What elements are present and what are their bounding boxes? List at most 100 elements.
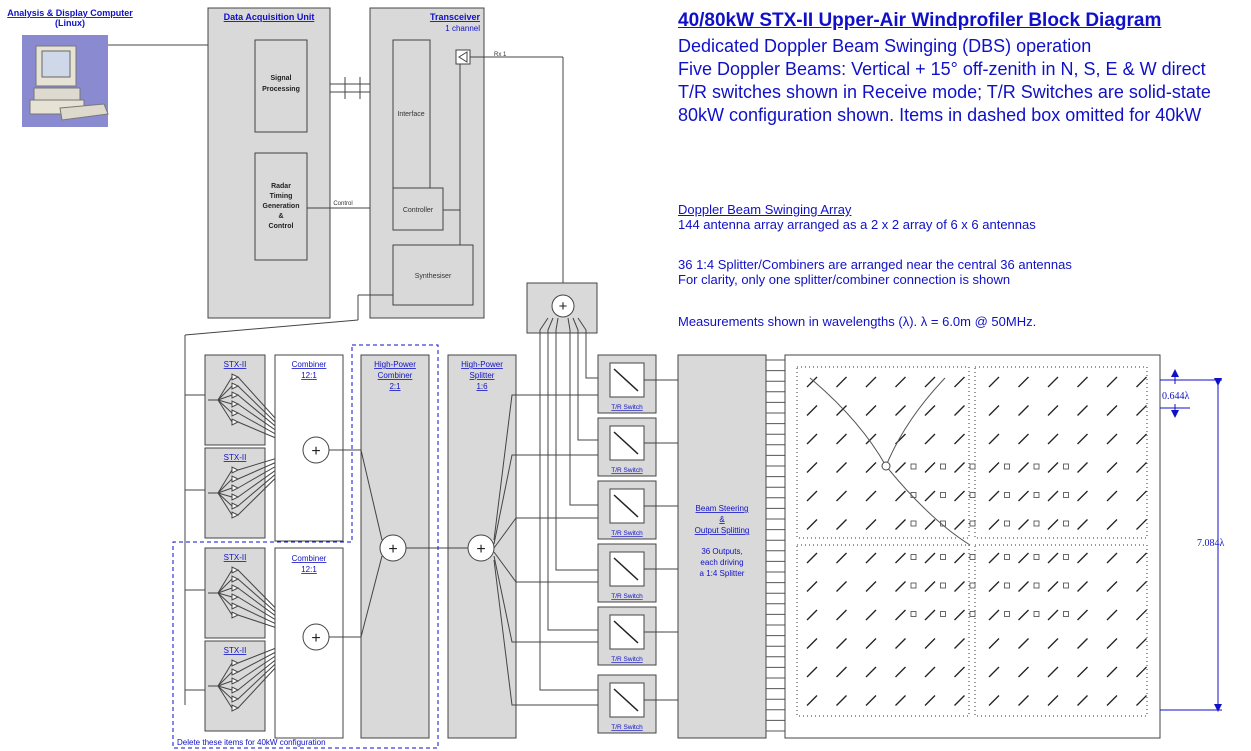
amplifier-icon (231, 409, 240, 417)
interface-label: Interface (397, 111, 424, 118)
antenna-element (1136, 519, 1147, 530)
antenna-element (806, 519, 818, 530)
antenna-element (806, 581, 818, 592)
radar-timing-box (254, 152, 308, 261)
controller-box (392, 187, 444, 231)
transceiver-subtitle: 1 channel (445, 24, 480, 33)
switch-icon (609, 614, 645, 650)
switch-blade (613, 620, 639, 644)
splitter-marker (940, 582, 946, 589)
antenna-element (924, 552, 936, 564)
antenna-element (806, 376, 818, 388)
amplifier-icon (231, 484, 240, 492)
amplifier-icon (231, 584, 240, 592)
antenna-element (1106, 490, 1118, 502)
antenna-element (1018, 376, 1029, 388)
splitter-marker (969, 463, 976, 470)
antenna-element (865, 638, 877, 649)
antenna-element (1018, 666, 1029, 678)
hp-splitter-title-2: Splitter (470, 371, 495, 380)
antenna-element (865, 490, 877, 502)
splitter-marker (969, 611, 976, 617)
amplifier-icon (231, 502, 240, 510)
antenna-element (1047, 433, 1059, 445)
antenna-element (836, 490, 847, 502)
beam-steering-title-1: Beam Steering (696, 504, 749, 513)
radar-timing-label-5: Control (269, 223, 294, 230)
antenna-element (954, 490, 965, 502)
combiner-top-ratio: 12:1 (301, 371, 317, 380)
subarray-se (974, 544, 1148, 717)
splitter-node (881, 461, 891, 471)
hp-combiner-title-3: 2:1 (389, 382, 401, 391)
splitter-marker (969, 582, 976, 589)
combiner-top-title: Combiner (292, 360, 327, 369)
stx-split-line (217, 478, 233, 494)
tr-switch-label: T/R Switch (611, 467, 643, 474)
daq-title: Data Acquisition Unit (224, 12, 315, 22)
antenna-element (924, 433, 936, 445)
antenna-element (1136, 666, 1147, 678)
antenna-element (1047, 490, 1059, 502)
stx-split-line (217, 394, 233, 401)
antenna-element (1136, 376, 1147, 388)
antenna-element (1018, 638, 1029, 649)
antenna-element (865, 552, 877, 564)
combiner-top-box (274, 354, 344, 542)
antenna-element (836, 609, 847, 621)
antenna-element (1077, 638, 1088, 649)
antenna-element (1106, 519, 1118, 530)
splitter-marker (1063, 492, 1069, 498)
radar-timing-label-2: Timing (270, 193, 293, 200)
antenna-element (954, 695, 965, 706)
stx-split-line (217, 376, 233, 401)
hp-combiner-title-2: Combiner (378, 371, 413, 380)
tr-switch-label: T/R Switch (611, 724, 643, 731)
switch-blade (613, 431, 639, 455)
antenna-element (1047, 638, 1059, 649)
splitter-marker (1063, 463, 1069, 470)
antenna-element (1018, 519, 1029, 530)
radar-timing-label-3: Generation (263, 203, 300, 210)
stx-split-line (217, 662, 233, 687)
antenna-element (836, 519, 847, 530)
amplifier-icon (231, 686, 240, 694)
splitter-marker (1004, 554, 1010, 560)
antenna-element (988, 490, 1000, 502)
stx-ii-label: STX-II (224, 646, 247, 655)
stx-split-line (217, 399, 233, 405)
antenna-element (895, 638, 906, 649)
amplifier-icon (231, 373, 240, 381)
splitter-connection-2 (885, 377, 946, 467)
antenna-element (865, 609, 877, 621)
antenna-element (806, 638, 818, 649)
antenna-element (806, 695, 818, 706)
antenna-element (1077, 552, 1088, 564)
antenna-element (1077, 609, 1088, 621)
stx-split-line (217, 685, 233, 691)
antenna-element (1077, 433, 1088, 445)
antenna-element (806, 433, 818, 445)
subarray-nw (796, 366, 970, 539)
splitter-marker (910, 582, 917, 589)
antenna-element (924, 405, 936, 416)
antenna-element (988, 666, 1000, 678)
antenna-element (1047, 462, 1059, 473)
antenna-element (1018, 609, 1029, 621)
antenna-element (1077, 490, 1088, 502)
antenna-element (1136, 638, 1147, 649)
antenna-element (1077, 519, 1088, 530)
array-notes-line-1: 144 antenna array arranged as a 2 x 2 ar… (678, 217, 1036, 232)
antenna-element (895, 462, 906, 473)
subarray-ne (974, 366, 1148, 539)
heading-line-3: T/R switches shown in Receive mode; T/R … (678, 82, 1211, 102)
combiner-bottom-title: Combiner (292, 554, 327, 563)
antenna-element (1018, 433, 1029, 445)
amplifier-icon (231, 466, 240, 474)
tr-switch-label: T/R Switch (611, 530, 643, 537)
splitter-connection-1 (809, 377, 887, 467)
antenna-element (1047, 581, 1059, 592)
antenna-element (954, 462, 965, 473)
antenna-element (895, 519, 906, 530)
antenna-element (1106, 581, 1118, 592)
